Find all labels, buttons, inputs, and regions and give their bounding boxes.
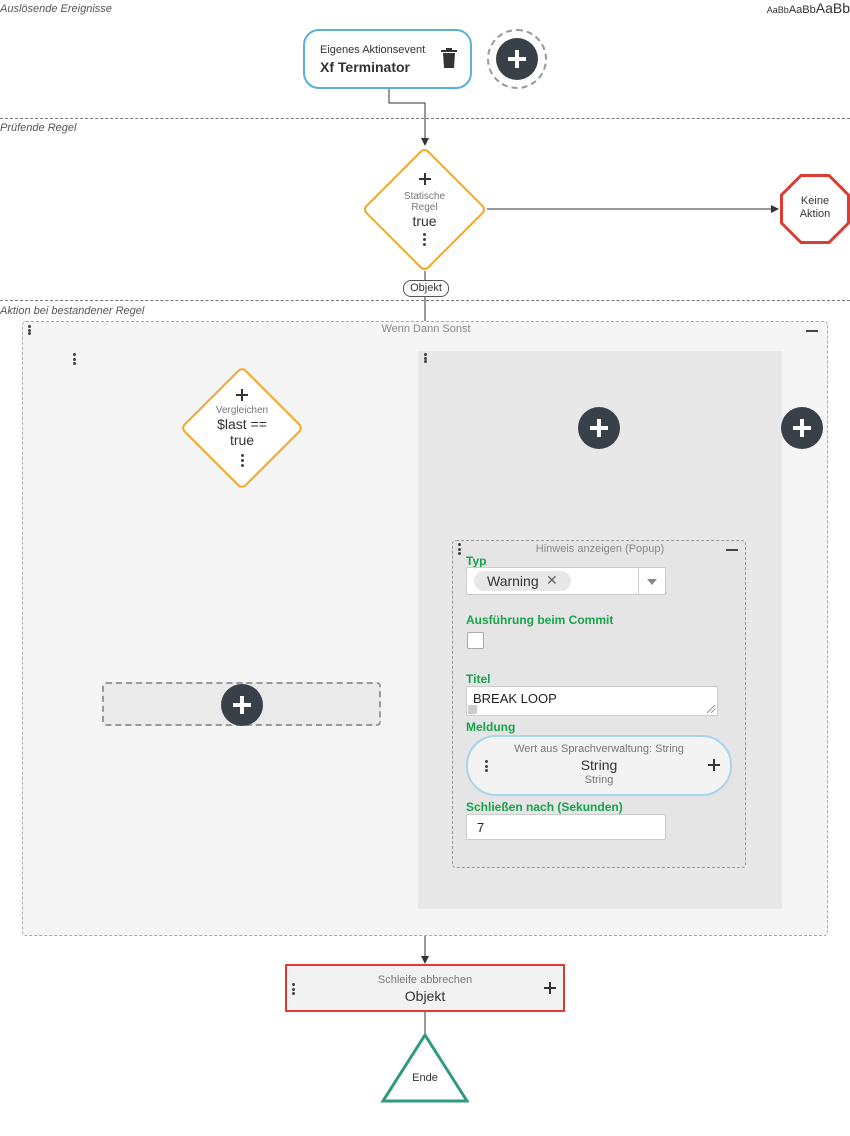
collapse-icon[interactable] (726, 549, 738, 551)
no-action-line1: Keine (800, 195, 830, 207)
add-action-button[interactable] (221, 684, 263, 726)
stop-octagon-icon (780, 174, 850, 244)
kebab-menu-icon[interactable] (457, 543, 461, 555)
static-rule-label-line1: Statische (403, 191, 446, 202)
plus-icon (590, 419, 608, 437)
font-size-large[interactable]: AaBb (815, 0, 850, 16)
select-divider (638, 568, 639, 594)
meldung-caption: Wert aus Sprachverwaltung: String (514, 743, 684, 755)
kebab-menu-icon[interactable] (423, 233, 426, 246)
trash-icon[interactable] (441, 48, 457, 73)
compare-expr-line2: true (229, 432, 255, 448)
kebab-menu-icon[interactable] (484, 760, 488, 772)
titel-value: BREAK LOOP (473, 691, 557, 706)
plus-icon[interactable] (496, 38, 538, 80)
plus-icon[interactable] (544, 982, 556, 994)
kebab-menu-icon[interactable] (72, 353, 76, 365)
no-action-line2: Aktion (799, 208, 831, 220)
static-rule-label-line2: Regel (411, 202, 438, 213)
commit-label: Ausführung beim Commit (466, 613, 614, 627)
collapse-icon[interactable] (806, 330, 818, 332)
font-size-switcher[interactable]: AaBbAaBbAaBb (767, 0, 850, 16)
break-loop-node[interactable]: Schleife abbrechen Objekt (285, 964, 565, 1012)
chevron-down-icon[interactable] (647, 579, 657, 585)
if-then-else-title: Wenn Dann Sonst (381, 323, 471, 335)
plus-icon[interactable] (418, 173, 431, 185)
font-size-medium[interactable]: AaBb (788, 4, 816, 16)
break-loop-value: Objekt (404, 988, 446, 1004)
plus-icon (793, 419, 811, 437)
end-triangle-icon (381, 1033, 469, 1103)
kebab-menu-icon[interactable] (423, 353, 427, 363)
no-action-node[interactable]: Keine Aktion (780, 174, 850, 244)
type-value: Warning (487, 573, 539, 589)
close-after-value: 7 (477, 820, 485, 835)
close-after-input[interactable]: 7 (466, 814, 666, 840)
plus-icon (233, 696, 251, 714)
section-label-check: Prüfende Regel (0, 122, 77, 134)
popup-title: Hinweis anzeigen (Popup) (535, 543, 665, 555)
add-action-button[interactable] (578, 407, 620, 449)
compare-expr-line1: $last == (217, 416, 267, 432)
commit-checkbox[interactable] (467, 632, 484, 649)
expand-icon[interactable] (468, 705, 477, 714)
titel-label: Titel (466, 672, 491, 686)
compare-node[interactable]: Vergleichen $last == true (179, 365, 305, 491)
close-after-label: Schließen nach (Sekunden) (466, 800, 623, 814)
kebab-menu-icon[interactable] (27, 325, 31, 335)
trigger-title: Xf Terminator (320, 59, 410, 75)
meldung-type: String (584, 774, 614, 786)
font-size-small[interactable]: AaBb (766, 5, 789, 15)
add-trigger-slot[interactable] (487, 29, 547, 89)
object-badge[interactable]: Objekt (403, 280, 449, 297)
section-label-trigger: Auslösende Ereignisse (0, 3, 112, 15)
section-label-action: Aktion bei bestandener Regel (0, 305, 145, 317)
trigger-subtitle: Eigenes Aktionsevent (320, 44, 426, 56)
plus-icon[interactable] (708, 759, 720, 771)
type-chip: Warning ✕ (474, 571, 571, 591)
type-label: Typ (466, 554, 487, 568)
add-branch-button[interactable] (781, 407, 823, 449)
kebab-menu-icon[interactable] (240, 454, 244, 467)
titel-textarea[interactable]: BREAK LOOP (466, 686, 718, 716)
meldung-value: String (580, 757, 618, 773)
compare-label: Vergleichen (215, 405, 269, 416)
static-rule-value: true (412, 213, 437, 229)
kebab-menu-icon[interactable] (291, 983, 295, 995)
end-node[interactable]: Ende (381, 1033, 469, 1103)
remove-chip-icon[interactable]: ✕ (546, 572, 558, 588)
static-rule-node[interactable]: Statische Regel true (361, 146, 488, 273)
resize-handle-icon[interactable] (707, 705, 715, 713)
meldung-value-node[interactable]: Wert aus Sprachverwaltung: String String… (466, 735, 732, 796)
break-loop-caption: Schleife abbrechen (377, 974, 473, 986)
type-select[interactable]: Warning ✕ (466, 567, 666, 595)
plus-icon[interactable] (236, 389, 248, 401)
trigger-event-node[interactable]: Eigenes Aktionsevent Xf Terminator (303, 29, 472, 89)
meldung-label: Meldung (466, 720, 516, 734)
end-label: Ende (412, 1072, 438, 1084)
